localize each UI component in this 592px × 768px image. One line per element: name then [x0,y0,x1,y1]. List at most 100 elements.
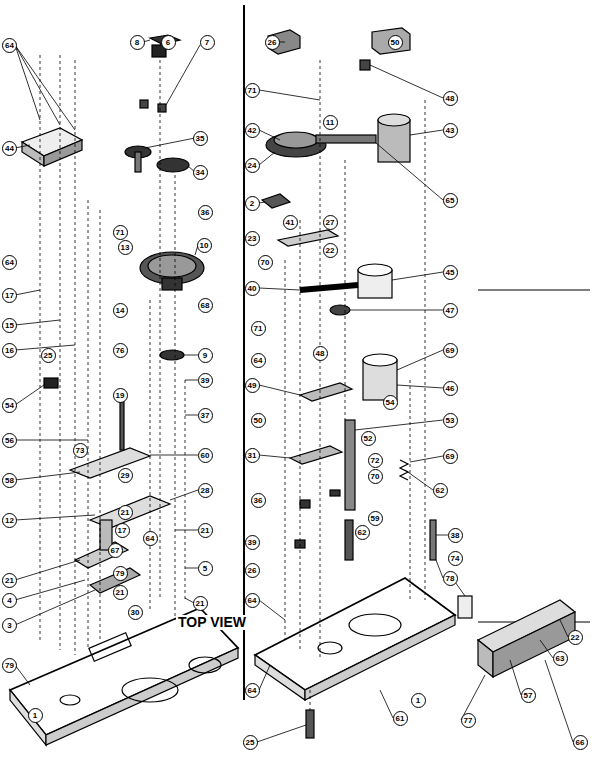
callout-number: 64 [2,255,17,270]
callout-number: 29 [118,468,133,483]
callout-number: 47 [443,303,458,318]
callout-number: 1 [411,693,426,708]
callout-number: 1 [28,708,43,723]
callout-number: 37 [198,408,213,423]
callout-number: 11 [323,115,338,130]
callout-number: 6 [161,35,176,50]
callout-number: 22 [323,243,338,258]
callout-number: 10 [197,238,212,253]
callout-number: 36 [198,205,213,220]
callout-number: 34 [193,165,208,180]
callout-number: 54 [383,395,398,410]
callout-number: 67 [108,543,123,558]
callout-number: 71 [113,225,128,240]
callout-number: 71 [245,83,260,98]
callout-number: 44 [2,141,17,156]
callout-number: 48 [313,346,328,361]
callout-number: 53 [443,413,458,428]
callout-number: 72 [368,453,383,468]
callout-number: 42 [245,123,260,138]
callout-number: 68 [198,298,213,313]
callout-number: 26 [245,563,260,578]
callout-number: 8 [130,35,145,50]
callout-number: 60 [198,448,213,463]
callout-number: 58 [2,473,17,488]
callout-number: 24 [245,158,260,173]
callout-number: 62 [433,483,448,498]
callout-number: 50 [388,35,403,50]
callout-number: 65 [443,193,458,208]
callout-number: 9 [198,348,213,363]
callout-number: 49 [245,378,260,393]
callout-number: 45 [443,265,458,280]
callout-number: 43 [443,123,458,138]
callout-number: 21 [113,585,128,600]
callout-number: 31 [245,448,260,463]
callout-number: 39 [245,535,260,550]
callout-number: 22 [568,630,583,645]
callout-number: 73 [73,443,88,458]
callout-number: 25 [41,348,56,363]
callout-number: 79 [2,658,17,673]
callout-number: 59 [368,511,383,526]
callout-number: 2 [245,196,260,211]
callout-number: 21 [193,596,208,611]
callout-number: 76 [113,343,128,358]
callout-number: 36 [251,493,266,508]
callout-number: 26 [265,35,280,50]
callout-number: 56 [2,433,17,448]
callout-number: 64 [2,38,17,53]
callout-number: 39 [198,373,213,388]
callout-number: 19 [113,388,128,403]
callout-number: 64 [245,593,260,608]
callout-number: 23 [245,231,260,246]
callout-number: 41 [283,215,298,230]
callout-number: 71 [251,321,266,336]
callout-number: 35 [193,131,208,146]
callout-number: 13 [118,240,133,255]
callout-number: 48 [443,91,458,106]
callout-number: 79 [113,566,128,581]
callout-number: 62 [355,525,370,540]
callout-number: 16 [2,343,17,358]
callout-number: 3 [2,618,17,633]
callout-number: 70 [258,255,273,270]
callout-number: 21 [118,505,133,520]
callout-number: 5 [198,561,213,576]
callout-number: 15 [2,318,17,333]
callout-number: 12 [2,513,17,528]
callout-number: 54 [2,398,17,413]
callout-number: 63 [553,651,568,666]
callout-number: 28 [198,483,213,498]
callout-number: 46 [443,381,458,396]
callout-number: 78 [443,571,458,586]
callout-number: 21 [198,523,213,538]
callout-number: 52 [361,431,376,446]
callout-number: 64 [251,353,266,368]
callout-number: 57 [521,688,536,703]
callout-number: 64 [245,683,260,698]
callout-number: 64 [143,531,158,546]
callout-number: 61 [393,711,408,726]
callout-number: 7 [200,35,215,50]
callout-number: 38 [448,528,463,543]
callout-number: 77 [461,713,476,728]
callout-number: 69 [443,343,458,358]
callout-number: 74 [448,551,463,566]
view-label: TOP VIEW [176,615,248,630]
callout-number: 27 [323,215,338,230]
callout-number: 17 [2,288,17,303]
callout-number: 14 [113,303,128,318]
callout-number: 50 [251,413,266,428]
callout-number: 17 [115,523,130,538]
callout-number: 70 [368,469,383,484]
callout-number: 25 [243,735,258,750]
callout-number: 4 [2,593,17,608]
callout-number: 21 [2,573,17,588]
callout-number: 40 [245,281,260,296]
callout-number: 69 [443,449,458,464]
callout-number: 30 [128,605,143,620]
callout-number: 66 [573,735,588,750]
